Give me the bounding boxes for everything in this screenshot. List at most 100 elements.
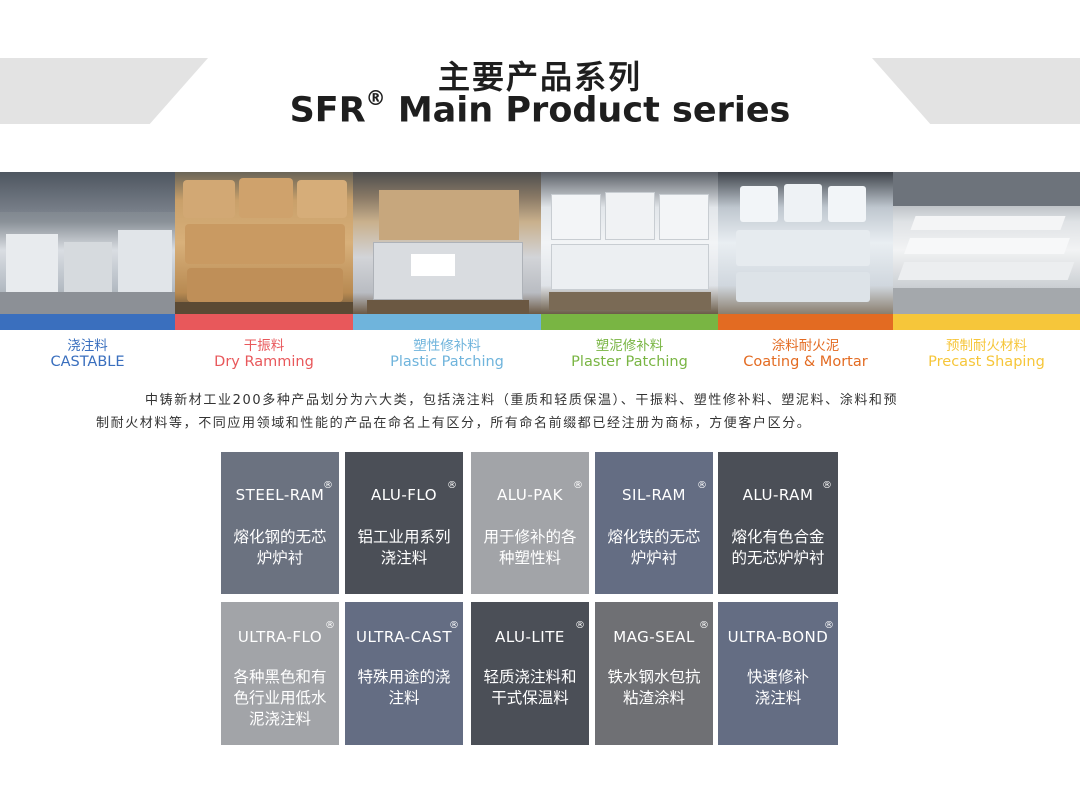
- plastic-patching-photo: [353, 172, 541, 314]
- photo-dry-ramming: [175, 172, 353, 330]
- description-line: 各种黑色和有: [233, 668, 327, 686]
- description-line: 浇注料: [380, 549, 428, 567]
- product-name: ULTRA-FLO: [237, 628, 323, 646]
- category-label-plaster-patching: 塑泥修补料 Plaster Patching: [541, 338, 718, 370]
- description-line: 快速修补: [746, 668, 809, 686]
- product-description: 铁水钢水包抗粘渣涂料: [599, 667, 709, 709]
- product-description: 用于修补的各种塑性料: [475, 527, 585, 569]
- category-en: Plastic Patching: [390, 354, 504, 370]
- registered-mark: ®: [573, 480, 583, 491]
- product-photo-strip: [0, 172, 1080, 330]
- description-line-1: 中铸新材工业200多种产品划分为六大类，包括浇注料（重质和轻质保温）、干振料、塑…: [145, 393, 899, 408]
- category-label-castable: 浇注料 CASTABLE: [0, 338, 175, 370]
- category-en: CASTABLE: [50, 354, 125, 370]
- category-en: Dry Ramming: [214, 354, 314, 370]
- category-cn: 涂料耐火泥: [771, 338, 840, 354]
- registered-mark: ®: [365, 86, 386, 110]
- registered-mark: ®: [447, 480, 457, 491]
- category-bar-castable: [0, 314, 175, 330]
- description-line: 熔化钢的无芯: [233, 528, 327, 546]
- product-tile-mag-seal: MAG-SEAL ® 铁水钢水包抗粘渣涂料: [595, 602, 713, 745]
- description-line: 轻质浇注料和: [483, 668, 577, 686]
- product-name: ALU-LITE: [495, 628, 565, 646]
- product-name: ALU-RAM: [742, 486, 814, 504]
- category-en: Plaster Patching: [571, 354, 688, 370]
- category-cn: 干振料: [243, 338, 285, 354]
- coating-mortar-photo: [718, 172, 893, 314]
- product-description: 熔化有色合金的无芯炉炉衬: [722, 527, 834, 569]
- product-name: ALU-PAK: [497, 486, 563, 504]
- description-line: 铁水钢水包抗: [607, 668, 701, 686]
- dry-ramming-photo: [175, 172, 353, 314]
- product-name: ALU-FLO: [370, 486, 438, 504]
- category-bar-precast-shaping: [893, 314, 1080, 330]
- product-tile-alu-ram: ALU-RAM ® 熔化有色合金的无芯炉炉衬: [718, 452, 838, 594]
- registered-mark: ®: [575, 620, 585, 631]
- product-name: MAG-SEAL: [613, 628, 695, 646]
- description-line: 浇注料: [754, 689, 802, 707]
- page-title-en: SFR® Main Product series: [0, 86, 1080, 131]
- description-line: 色行业用低水: [233, 689, 327, 707]
- category-labels: 浇注料 CASTABLE 干振料 Dry Ramming 塑性修补料 Plast…: [0, 338, 1080, 370]
- precast-shaping-photo: [893, 172, 1080, 314]
- product-description: 轻质浇注料和干式保温料: [475, 667, 585, 709]
- product-description: 特殊用途的浇注料: [349, 667, 459, 709]
- product-name: ULTRA-BOND: [727, 628, 829, 646]
- category-en: Coating & Mortar: [743, 354, 868, 370]
- category-cn: 浇注料: [67, 338, 108, 354]
- product-name: ULTRA-CAST: [355, 628, 452, 646]
- description-line: 注料: [388, 689, 420, 707]
- category-bar-coating-mortar: [718, 314, 893, 330]
- description-line: 炉炉衬: [256, 549, 304, 567]
- description-line: 炉炉衬: [630, 549, 678, 567]
- page-title-cn: 主要产品系列: [437, 58, 642, 96]
- product-description: 熔化铁的无芯炉炉衬: [599, 527, 709, 569]
- description-line: 熔化铁的无芯: [607, 528, 701, 546]
- category-bar-plastic-patching: [353, 314, 541, 330]
- registered-mark: ®: [824, 620, 834, 631]
- registered-mark: ®: [325, 620, 335, 631]
- product-tile-alu-lite: ALU-LITE ® 轻质浇注料和干式保温料: [471, 602, 589, 745]
- photo-precast-shaping: [893, 172, 1080, 330]
- product-description: 各种黑色和有色行业用低水泥浇注料: [225, 667, 335, 730]
- product-name: STEEL-RAM: [235, 486, 325, 504]
- description-line: 种塑性料: [498, 549, 561, 567]
- description-line: 泥浇注料: [248, 710, 311, 728]
- product-tile-steel-ram: STEEL-RAM® 熔化钢的无芯炉炉衬: [221, 452, 339, 594]
- plaster-patching-photo: [541, 172, 718, 314]
- category-bar-dry-ramming: [175, 314, 353, 330]
- product-tile-ultra-flo: ULTRA-FLO® 各种黑色和有色行业用低水泥浇注料: [221, 602, 339, 745]
- product-tile-ultra-bond: ULTRA-BOND® 快速修补浇注料: [718, 602, 838, 745]
- category-label-plastic-patching: 塑性修补料 Plastic Patching: [353, 338, 541, 370]
- registered-mark: ®: [822, 480, 832, 491]
- description-line: 干式保温料: [491, 689, 569, 707]
- photo-plaster-patching: [541, 172, 718, 330]
- title-en-rest: Main Product series: [385, 90, 791, 131]
- description-line: 铝工业用系列: [357, 528, 451, 546]
- category-bar-plaster-patching: [541, 314, 718, 330]
- description-line: 用于修补的各: [483, 528, 577, 546]
- registered-mark: ®: [699, 620, 709, 631]
- photo-coating-mortar: [718, 172, 893, 330]
- product-tile-alu-flo: ALU-FLO ® 铝工业用系列浇注料: [345, 452, 463, 594]
- brand-name: SFR: [289, 90, 366, 131]
- description-line: 的无芯炉炉衬: [731, 549, 825, 567]
- castable-photo: [0, 172, 175, 314]
- registered-mark: ®: [697, 480, 707, 491]
- product-tile-sil-ram: SIL-RAM ® 熔化铁的无芯炉炉衬: [595, 452, 713, 594]
- product-name: SIL-RAM: [622, 486, 686, 504]
- description-line: 特殊用途的浇: [357, 668, 451, 686]
- product-description: 铝工业用系列浇注料: [349, 527, 459, 569]
- registered-mark: ®: [323, 480, 333, 491]
- description-line-2: 制耐火材料等，不同应用领域和性能的产品在命名上有区分，所有命名前缀都已经注册为商…: [96, 416, 812, 431]
- category-en: Precast Shaping: [928, 354, 1045, 370]
- category-label-precast-shaping: 预制耐火材料 Precast Shaping: [893, 338, 1080, 370]
- registered-mark: ®: [449, 620, 459, 631]
- product-tile-alu-pak: ALU-PAK ® 用于修补的各种塑性料: [471, 452, 589, 594]
- category-label-coating-mortar: 涂料耐火泥 Coating & Mortar: [718, 338, 893, 370]
- description-line: 粘渣涂料: [622, 689, 685, 707]
- category-cn: 预制耐火材料: [946, 338, 1027, 354]
- category-cn: 塑泥修补料: [595, 338, 664, 354]
- category-label-dry-ramming: 干振料 Dry Ramming: [175, 338, 353, 370]
- product-tile-ultra-cast: ULTRA-CAST® 特殊用途的浇注料: [345, 602, 463, 745]
